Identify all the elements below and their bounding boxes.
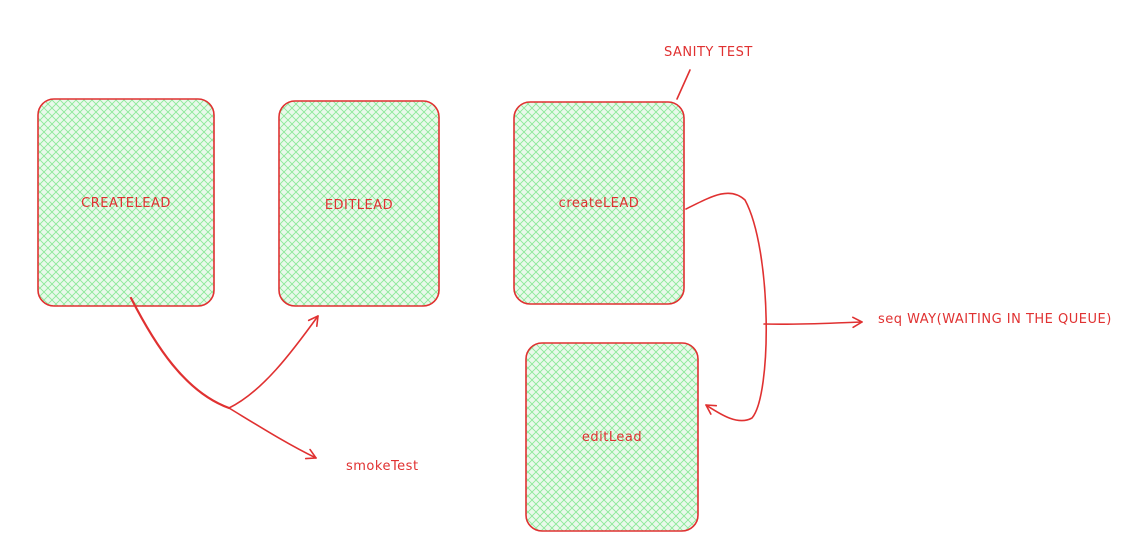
arrow-junction-to-editlead [228, 315, 319, 409]
node-editlead-upper-box [278, 100, 440, 307]
connector-createlead-to-sanity-label [676, 69, 691, 100]
node-editlead-upper[interactable]: EDITLEAD [278, 100, 440, 307]
node-editlead-mixed[interactable]: editLead [525, 342, 699, 532]
arrow-junction-to-smoketest-label [228, 407, 317, 460]
sanity-test-label: SANITY TEST [664, 45, 753, 60]
seq-way-label: seq WAY(WAITING IN THE QUEUE) [878, 312, 1112, 327]
node-editlead-upper-label: EDITLEAD [325, 198, 393, 213]
arrow-createlead-to-editlead-sequential [685, 192, 767, 422]
node-createlead-upper-label: CREATELEAD [81, 196, 171, 211]
node-createlead-mixed-label: createLEAD [559, 196, 640, 211]
connector-createlead-to-junction [129, 296, 231, 410]
node-editlead-mixed-label: editLead [582, 430, 642, 445]
node-editlead-mixed-box [525, 342, 699, 532]
node-createlead-upper-box [37, 98, 215, 307]
node-createlead-mixed-box [513, 101, 685, 305]
arrow-to-seq-way-label [763, 316, 863, 329]
node-createlead-mixed[interactable]: createLEAD [513, 101, 685, 305]
smoke-test-label: smokeTest [346, 459, 419, 474]
node-createlead-upper[interactable]: CREATELEAD [37, 98, 215, 307]
